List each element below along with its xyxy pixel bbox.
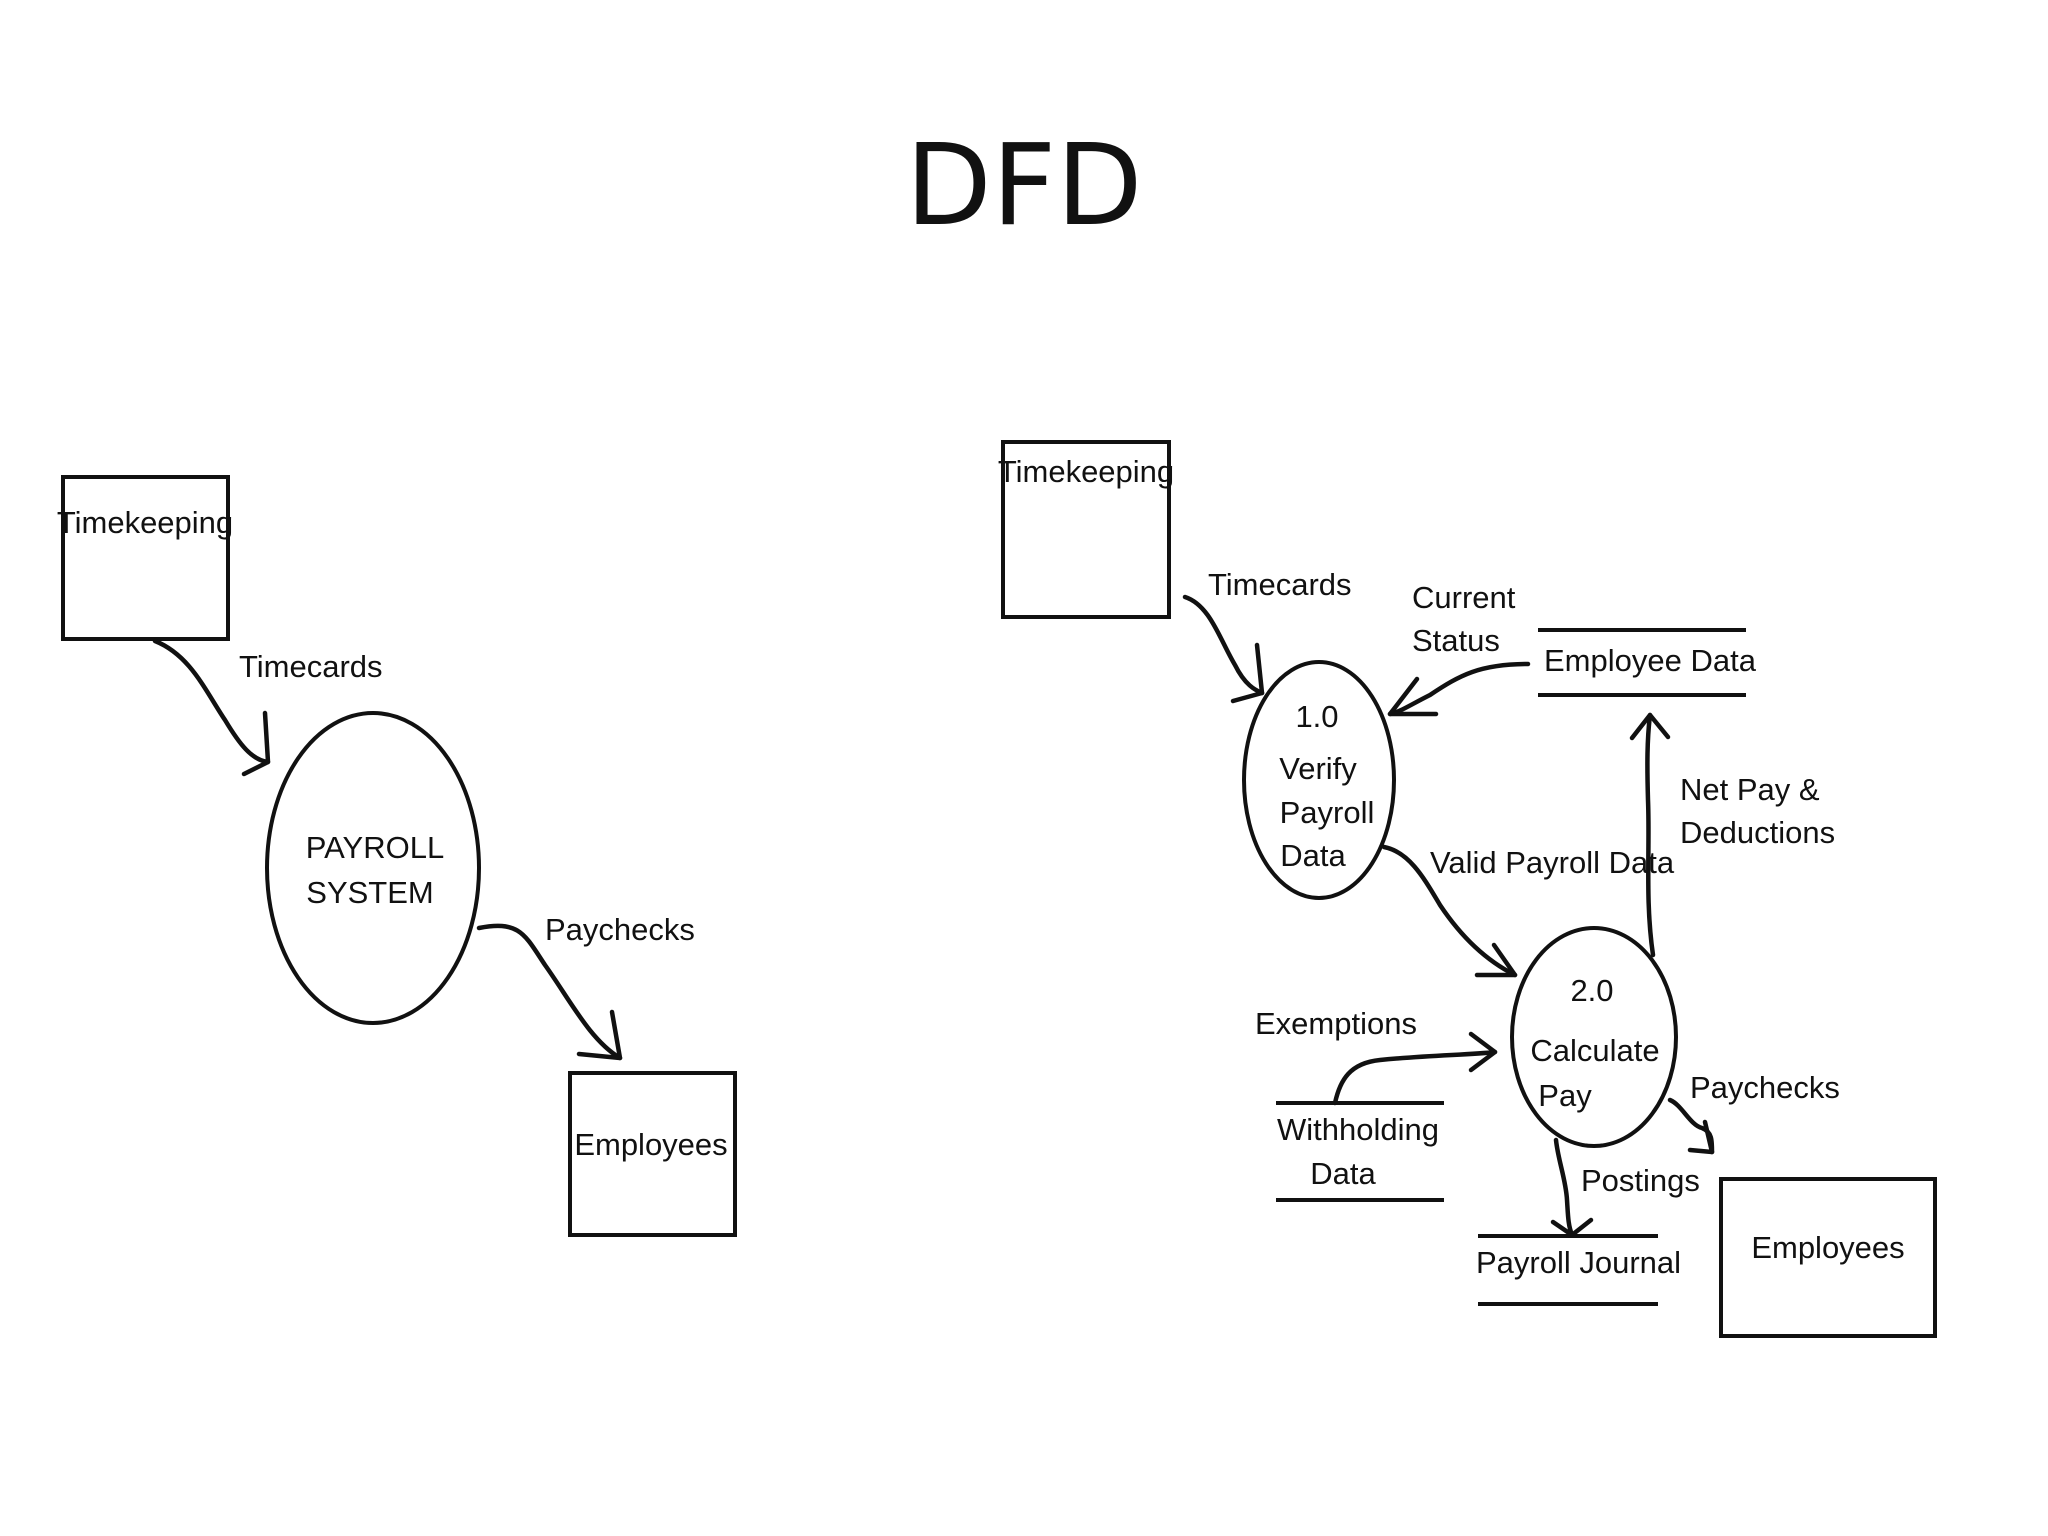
- level1-process2-label-line1: Calculate: [1530, 1033, 1659, 1068]
- level1-employees-entity: [1719, 1177, 1937, 1338]
- level1-process1-number: 1.0: [1295, 699, 1338, 734]
- level1-timekeeping-label: Timekeeping: [998, 454, 1174, 489]
- level1-process2-label-line2: Pay: [1538, 1078, 1592, 1113]
- level1-net-pay-label-line1: Net Pay &: [1680, 772, 1820, 807]
- level1-process1-label-line1: Verify: [1279, 751, 1357, 786]
- context-paychecks-arrowhead: [576, 1009, 623, 1061]
- context-paychecks-label: Paychecks: [545, 912, 695, 947]
- level1-exemptions-label: Exemptions: [1255, 1006, 1417, 1041]
- context-timecards-flow: [152, 638, 271, 765]
- level1-postings-label: Postings: [1581, 1163, 1700, 1198]
- context-employees-entity: [568, 1071, 737, 1237]
- context-diagram: Timekeeping Timecards PAYROLL SYSTEM Pay…: [57, 475, 737, 1237]
- context-timecards-label: Timecards: [239, 649, 383, 684]
- level1-timecards-arrowhead: [1230, 642, 1265, 704]
- level1-exemptions-arrowhead: [1468, 1031, 1498, 1073]
- level1-diagram: Timekeeping Timecards Current Status Emp…: [998, 440, 1937, 1338]
- level1-process-2-calculate: [1510, 926, 1678, 1148]
- context-paychecks-flow: [476, 923, 623, 1061]
- slide-title: DFD: [905, 121, 1143, 251]
- level1-paychecks-arrowhead: [1687, 1119, 1715, 1155]
- level1-process2-number: 2.0: [1570, 973, 1613, 1008]
- level1-current-status-label-line1: Current: [1412, 580, 1516, 615]
- level1-withholding-label-line2: Data: [1310, 1156, 1376, 1191]
- context-timekeeping-entity: [61, 475, 230, 641]
- level1-net-pay-flow: [1645, 712, 1656, 958]
- level1-process1-label-line2: Payroll: [1280, 795, 1375, 830]
- level1-postings-flow: [1553, 1137, 1575, 1238]
- level1-current-status-arrowhead: [1387, 676, 1439, 717]
- context-timecards-arrowhead: [241, 710, 271, 777]
- level1-withholding-label-line1: Withholding: [1277, 1112, 1439, 1147]
- level1-valid-payroll-data-flow: [1381, 844, 1518, 978]
- level1-timecards-label: Timecards: [1208, 567, 1352, 602]
- level1-current-status-flow: [1387, 661, 1531, 717]
- level1-timecards-flow: [1182, 594, 1265, 696]
- context-process-label-line2: SYSTEM: [306, 875, 433, 910]
- level1-valid-payroll-data-label: Valid Payroll Data: [1430, 845, 1675, 880]
- context-employees-label: Employees: [574, 1127, 727, 1162]
- context-process-label-line1: PAYROLL: [306, 830, 444, 865]
- level1-payroll-journal-label: Payroll Journal: [1476, 1245, 1681, 1280]
- level1-paychecks-label: Paychecks: [1690, 1070, 1840, 1105]
- context-payroll-system-process: [265, 711, 481, 1025]
- level1-timekeeping-entity: [1001, 440, 1171, 619]
- level1-net-pay-arrowhead: [1629, 712, 1671, 741]
- level1-valid-payroll-data-arrowhead: [1474, 942, 1518, 978]
- level1-process1-label-line3: Data: [1280, 838, 1346, 873]
- level1-exemptions-flow: [1332, 1049, 1498, 1106]
- context-timekeeping-label: Timekeeping: [57, 505, 233, 540]
- level1-process-1-verify: [1242, 660, 1396, 900]
- level1-employee-data-label: Employee Data: [1544, 643, 1757, 678]
- level1-employees-label: Employees: [1751, 1230, 1904, 1265]
- level1-net-pay-label-line2: Deductions: [1680, 815, 1835, 850]
- level1-current-status-label-line2: Status: [1412, 623, 1500, 658]
